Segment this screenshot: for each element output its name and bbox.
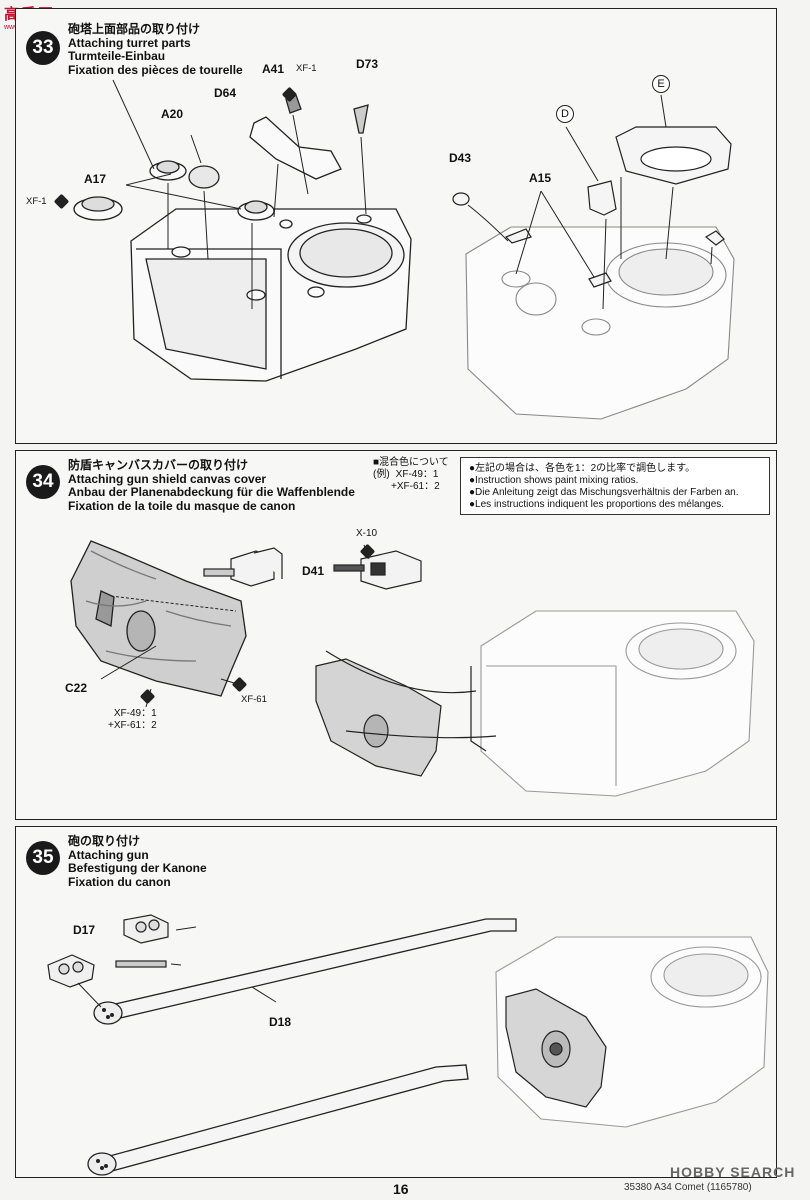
- note-fr: ●Les instructions indiquent les proporti…: [469, 499, 725, 510]
- label-d-circle: D: [556, 105, 574, 123]
- title-jp: 防盾キャンバスカバーの取り付け: [68, 458, 249, 472]
- c22-mix-line1: XF-49：1: [113, 708, 157, 719]
- label-d41: D41: [302, 564, 325, 578]
- part-d: [587, 180, 617, 216]
- title-en: Attaching gun shield canvas cover: [68, 471, 267, 486]
- label-a20: A20: [161, 107, 184, 121]
- label-x10: X-10: [356, 528, 378, 539]
- note-en: ●Instruction shows paint mixing ratios.: [469, 475, 639, 486]
- label-c22: C22: [65, 681, 88, 695]
- canvas-cover-c22: [70, 540, 247, 697]
- step-number: 35: [26, 841, 60, 875]
- step-34-illustration: [70, 540, 755, 797]
- mix-example: ■混合色について (例) XF-49：1 +XF-61：2: [373, 457, 449, 493]
- mix-line1: XF-49：1: [395, 469, 439, 480]
- label-a17: A17: [84, 172, 107, 186]
- step-35-illustration: [47, 914, 769, 1176]
- label-xf1-top: XF-1: [296, 63, 317, 74]
- step-33-illustration: [73, 79, 735, 420]
- step-title: 防盾キャンバスカバーの取り付け Attaching gun shield can…: [68, 458, 355, 513]
- c22-mix: XF-49：1 +XF-61：2: [108, 708, 157, 732]
- mix-head: ■混合色について: [373, 457, 449, 468]
- title-fr: Fixation de la toile du masque de canon: [68, 498, 296, 513]
- title-de: Anbau der Planenabdeckung für die Waffen…: [68, 485, 355, 499]
- mix-ex: (例): [373, 469, 390, 480]
- note-de: ●Die Anleitung zeigt das Mischungsverhäl…: [469, 487, 739, 498]
- step-number: 34: [26, 465, 60, 499]
- gun-barrel-installed: [105, 1064, 469, 1172]
- c22-mix-line2: +XF-61：2: [108, 720, 157, 731]
- note-jp: ●左記の場合は、各色を1：2の比率で調色します。: [469, 463, 696, 474]
- title-jp: 砲の取り付け: [68, 834, 141, 848]
- label-a41: A41: [262, 62, 285, 76]
- title-en: Attaching gun: [68, 847, 149, 862]
- label-d73: D73: [356, 57, 379, 71]
- title-fr: Fixation des pièces de tourelle: [68, 62, 243, 77]
- label-e-circle: E: [652, 75, 670, 93]
- title-en: Attaching turret parts: [68, 35, 191, 50]
- title-de: Turmteile-Einbau: [68, 49, 166, 63]
- step-title: 砲の取り付け Attaching gun Befestigung der Kan…: [68, 834, 207, 889]
- gun-barrel-d18: [110, 918, 517, 1020]
- product-code: 35380 A34 Comet (1165780): [624, 1182, 752, 1193]
- title-jp: 砲塔上面部品の取り付け: [68, 22, 201, 36]
- step-title: 砲塔上面部品の取り付け Attaching turret parts Turmt…: [68, 22, 243, 77]
- title-fr: Fixation du canon: [68, 874, 171, 889]
- label-xf1-left: XF-1: [26, 196, 47, 207]
- step-number: 33: [26, 31, 60, 65]
- paint-mix-note: ●左記の場合は、各色を1：2の比率で調色します。 ●Instruction sh…: [460, 457, 770, 515]
- label-xf61: XF-61: [241, 694, 267, 705]
- title-de: Befestigung der Kanone: [68, 861, 207, 875]
- page-number: 16: [393, 1181, 409, 1197]
- label-d43: D43: [449, 151, 472, 165]
- label-d17: D17: [73, 923, 96, 937]
- label-d64: D64: [214, 86, 237, 100]
- label-d18: D18: [269, 1015, 292, 1029]
- label-a15: A15: [529, 171, 552, 185]
- step-33-panel: 33 砲塔上面部品の取り付け Attaching turret parts Tu…: [15, 8, 777, 444]
- mix-line2: +XF-61：2: [391, 481, 440, 492]
- watermark: HOBBY SEARCH: [670, 1164, 796, 1180]
- step-34-panel: 34 防盾キャンバスカバーの取り付け Attaching gun shield …: [15, 450, 777, 820]
- step-35-panel: 35 砲の取り付け Attaching gun Befestigung der …: [15, 826, 777, 1178]
